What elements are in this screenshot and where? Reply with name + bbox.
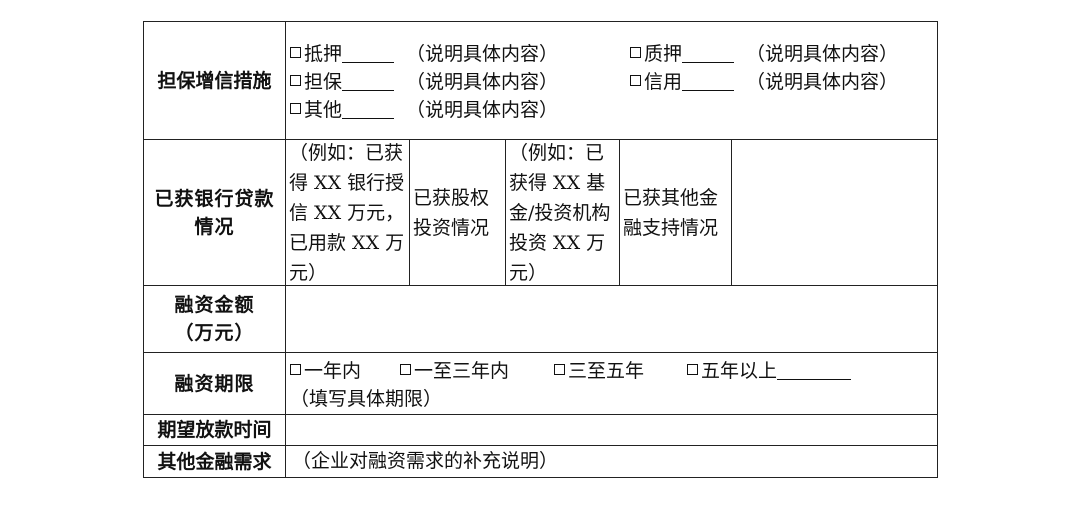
option-note: （说明具体内容）: [746, 43, 899, 65]
option-note: （说明具体内容）: [406, 99, 559, 121]
other-needs-value: （企业对融资需求的补充说明）: [292, 450, 559, 472]
fill-blank[interactable]: [682, 90, 735, 91]
checkbox[interactable]: [687, 364, 698, 375]
option-other[interactable]: 其他 （说明具体内容）: [290, 96, 558, 124]
checkbox[interactable]: [630, 47, 641, 58]
equity-example-cell[interactable]: （例如：已获得 XX 基金/投资机构投资 XX 万元）: [506, 140, 620, 285]
row-amount: 融资金额（万元）: [144, 286, 937, 353]
term-note: （填写具体期限）: [290, 385, 442, 413]
option-within-one-year[interactable]: 一年内: [290, 357, 361, 385]
row-label-bank-loan: 已获银行贷款情况: [144, 140, 286, 285]
option-three-to-five-years[interactable]: 三至五年: [554, 357, 644, 385]
fill-blank[interactable]: [342, 90, 395, 91]
checkbox[interactable]: [290, 103, 301, 114]
option-one-to-three-years[interactable]: 一至三年内: [400, 357, 509, 385]
cell-text: （例如：已获得 XX 基金/投资机构投资 XX 万元）: [509, 141, 611, 284]
checkbox[interactable]: [290, 75, 301, 86]
row-label-amount: 融资金额（万元）: [144, 286, 286, 352]
option-note: （说明具体内容）: [406, 71, 559, 93]
checkbox[interactable]: [630, 75, 641, 86]
row-bank-loan: 已获银行贷款情况 （例如：已获得 XX 银行授信 XX 万元，已用款 XX 万元…: [144, 140, 937, 286]
checkbox[interactable]: [554, 364, 565, 375]
amount-field[interactable]: [286, 286, 937, 352]
row-label-term: 融资期限: [144, 353, 286, 414]
financing-form-table: 担保增信措施 抵押 （说明具体内容） 质押 （说明具体内容） 担保 （说明具体内容） …: [143, 21, 938, 478]
empty-cell[interactable]: [732, 140, 937, 285]
option-label: 一至三年内: [414, 360, 510, 382]
option-credit[interactable]: 信用 （说明具体内容）: [630, 68, 898, 96]
option-over-five-years[interactable]: 五年以上: [687, 357, 852, 385]
fill-blank[interactable]: [777, 379, 852, 380]
term-options: 一年内 一至三年内 三至五年 五年以上 （填写具体期限）: [286, 353, 937, 414]
label-text: 已获银行贷款情况: [154, 187, 275, 238]
cell-text: 已获其他金融支持情况: [623, 186, 719, 239]
note-text: （填写具体期限）: [290, 388, 443, 410]
option-label: 其他: [304, 99, 343, 121]
option-label: 一年内: [304, 360, 362, 382]
row-disbursement: 期望放款时间: [144, 415, 937, 446]
cell-text: 已获股权投资情况: [413, 186, 490, 239]
label-text: 融资金额（万元）: [174, 294, 255, 344]
option-mortgage[interactable]: 抵押 （说明具体内容）: [290, 40, 558, 68]
option-note: （说明具体内容）: [746, 71, 899, 93]
option-guarantor[interactable]: 担保 （说明具体内容）: [290, 68, 558, 96]
row-other: 其他金融需求 （企业对融资需求的补充说明）: [144, 446, 937, 477]
row-label-disbursement: 期望放款时间: [144, 415, 286, 445]
other-financial-support-cell[interactable]: 已获其他金融支持情况: [620, 140, 732, 285]
fill-blank[interactable]: [342, 118, 395, 119]
disbursement-field[interactable]: [286, 415, 937, 445]
row-guarantee: 担保增信措施 抵押 （说明具体内容） 质押 （说明具体内容） 担保 （说明具体内容） …: [144, 22, 937, 140]
row-label-guarantee: 担保增信措施: [144, 22, 286, 139]
checkbox[interactable]: [400, 364, 411, 375]
option-label: 信用: [644, 71, 683, 93]
other-needs-field[interactable]: （企业对融资需求的补充说明）: [286, 446, 937, 477]
option-label: 质押: [644, 43, 683, 65]
option-label: 抵押: [304, 43, 343, 65]
option-label: 担保: [304, 71, 343, 93]
option-note: （说明具体内容）: [406, 43, 559, 65]
cell-text: （例如：已获得 XX 银行授信 XX 万元，已用款 XX 万元）: [289, 141, 405, 284]
option-label: 五年以上: [701, 360, 778, 382]
row-label-other: 其他金融需求: [144, 446, 286, 477]
row-term: 融资期限 一年内 一至三年内 三至五年 五年以上 （填写具体期限）: [144, 353, 937, 415]
bank-loan-cells: （例如：已获得 XX 银行授信 XX 万元，已用款 XX 万元） 已获股权投资情…: [286, 140, 937, 285]
fill-blank[interactable]: [682, 62, 735, 63]
checkbox[interactable]: [290, 47, 301, 58]
option-label: 三至五年: [568, 360, 645, 382]
equity-investment-cell[interactable]: 已获股权投资情况: [410, 140, 506, 285]
guarantee-options: 抵押 （说明具体内容） 质押 （说明具体内容） 担保 （说明具体内容） 信用 （说明具体…: [286, 22, 937, 139]
bank-loan-example-cell[interactable]: （例如：已获得 XX 银行授信 XX 万元，已用款 XX 万元）: [286, 140, 410, 285]
checkbox[interactable]: [290, 364, 301, 375]
option-pledge[interactable]: 质押 （说明具体内容）: [630, 40, 898, 68]
fill-blank[interactable]: [342, 62, 395, 63]
